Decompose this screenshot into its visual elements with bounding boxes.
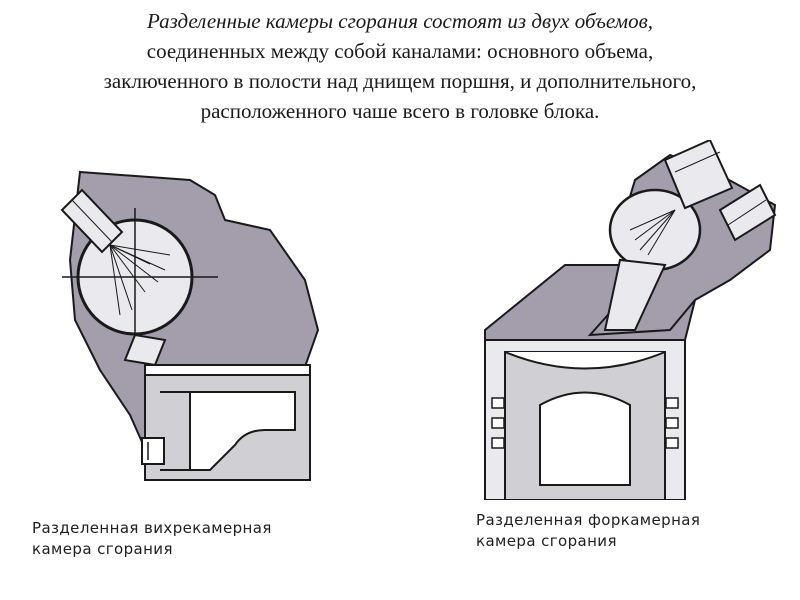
caption-line-2: камера сгорания (476, 532, 617, 550)
description-line-3: заключенного в полости над днищем поршня… (103, 69, 697, 93)
description-line-4: расположенного чаше всего в головке блок… (200, 99, 600, 123)
piston (484, 339, 686, 500)
slide-description: Разделенные камеры сгорания состоят из д… (10, 6, 790, 126)
glow-plug (718, 183, 777, 242)
swirl-chamber-diagram (60, 170, 320, 481)
caption-line-1: Разделенная вихрекамерная (32, 519, 272, 537)
caption-prechamber: Разделенная форкамерная камера сгорания (476, 510, 700, 552)
injector-nozzle (60, 188, 124, 254)
description-line-1: Разделенные камеры сгорания состоят из д… (147, 9, 653, 33)
description-line-2: соединенных между собой каналами: основн… (146, 39, 654, 63)
injector-nozzle (663, 140, 734, 210)
fuel-spray (629, 209, 676, 256)
caption-swirl-chamber: Разделенная вихрекамерная камера сгорани… (32, 518, 272, 560)
fuel-spray (109, 244, 171, 316)
caption-line-2: камера сгорания (32, 540, 173, 558)
prechamber-duct (603, 258, 667, 331)
caption-line-1: Разделенная форкамерная (476, 511, 701, 529)
prechamber-diagram (484, 140, 777, 500)
piston (141, 364, 311, 481)
